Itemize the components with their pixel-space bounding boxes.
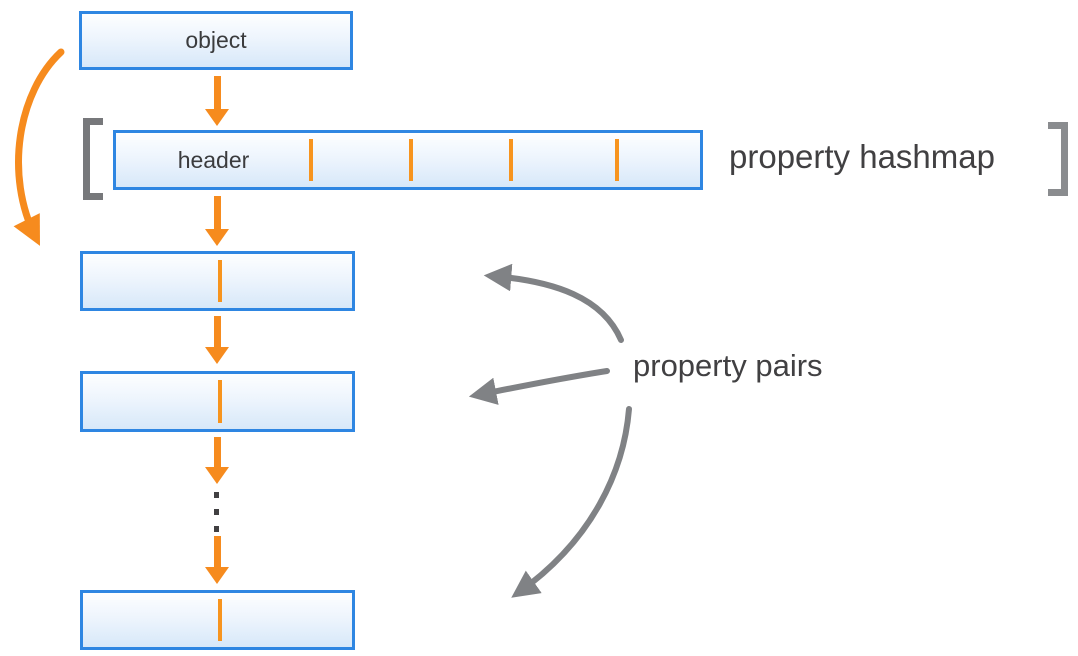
gray-arrow-to-pair2: [468, 368, 610, 405]
property-hashmap-caption: property hashmap: [729, 138, 995, 175]
down-arrow-pair2-to-ellipsis-icon: [205, 437, 229, 484]
ellipsis-dot: [214, 526, 219, 532]
right-bracket: [1048, 122, 1068, 196]
arrow-head: [205, 347, 229, 364]
pair-divider: [218, 599, 222, 641]
arrow-head: [205, 567, 229, 584]
down-arrow-object-to-header-icon: [205, 76, 229, 126]
gray-arrow-to-pair3: [511, 406, 632, 598]
property-pair-box: [80, 251, 355, 311]
ellipsis-dot: [214, 492, 219, 498]
down-arrow-pair1-to-pair2-icon: [205, 316, 229, 364]
down-arrow-ellipsis-to-pair3-icon: [205, 536, 229, 584]
object-box: object: [79, 11, 353, 70]
pair-divider: [218, 380, 222, 423]
slot-divider: [615, 139, 619, 181]
arrow-shaft: [213, 437, 221, 467]
slot-divider: [409, 139, 413, 181]
property-pairs-caption: property pairs: [633, 348, 823, 383]
arrow-head: [205, 109, 229, 126]
orange-curve-arrow-object-to-pairs: [13, 48, 65, 246]
arrow-head: [205, 229, 229, 246]
arrow-shaft: [213, 196, 221, 229]
arrow-shaft: [213, 316, 221, 347]
slot-divider: [309, 139, 313, 181]
arrow-shaft: [213, 76, 221, 109]
arrow-head: [205, 467, 229, 484]
ellipsis-dot: [214, 509, 219, 515]
slot-divider: [509, 139, 513, 181]
pair-divider: [218, 260, 222, 302]
property-pair-box: [80, 371, 355, 432]
left-bracket: [83, 118, 103, 200]
arrow-shaft: [213, 536, 221, 567]
down-arrow-header-to-pair1-icon: [205, 196, 229, 246]
object-box-label: object: [185, 27, 247, 53]
header-box-label: header: [177, 146, 250, 173]
header-box: header: [113, 130, 703, 190]
gray-arrow-to-pair1: [483, 263, 624, 343]
property-pair-box: [80, 590, 355, 650]
